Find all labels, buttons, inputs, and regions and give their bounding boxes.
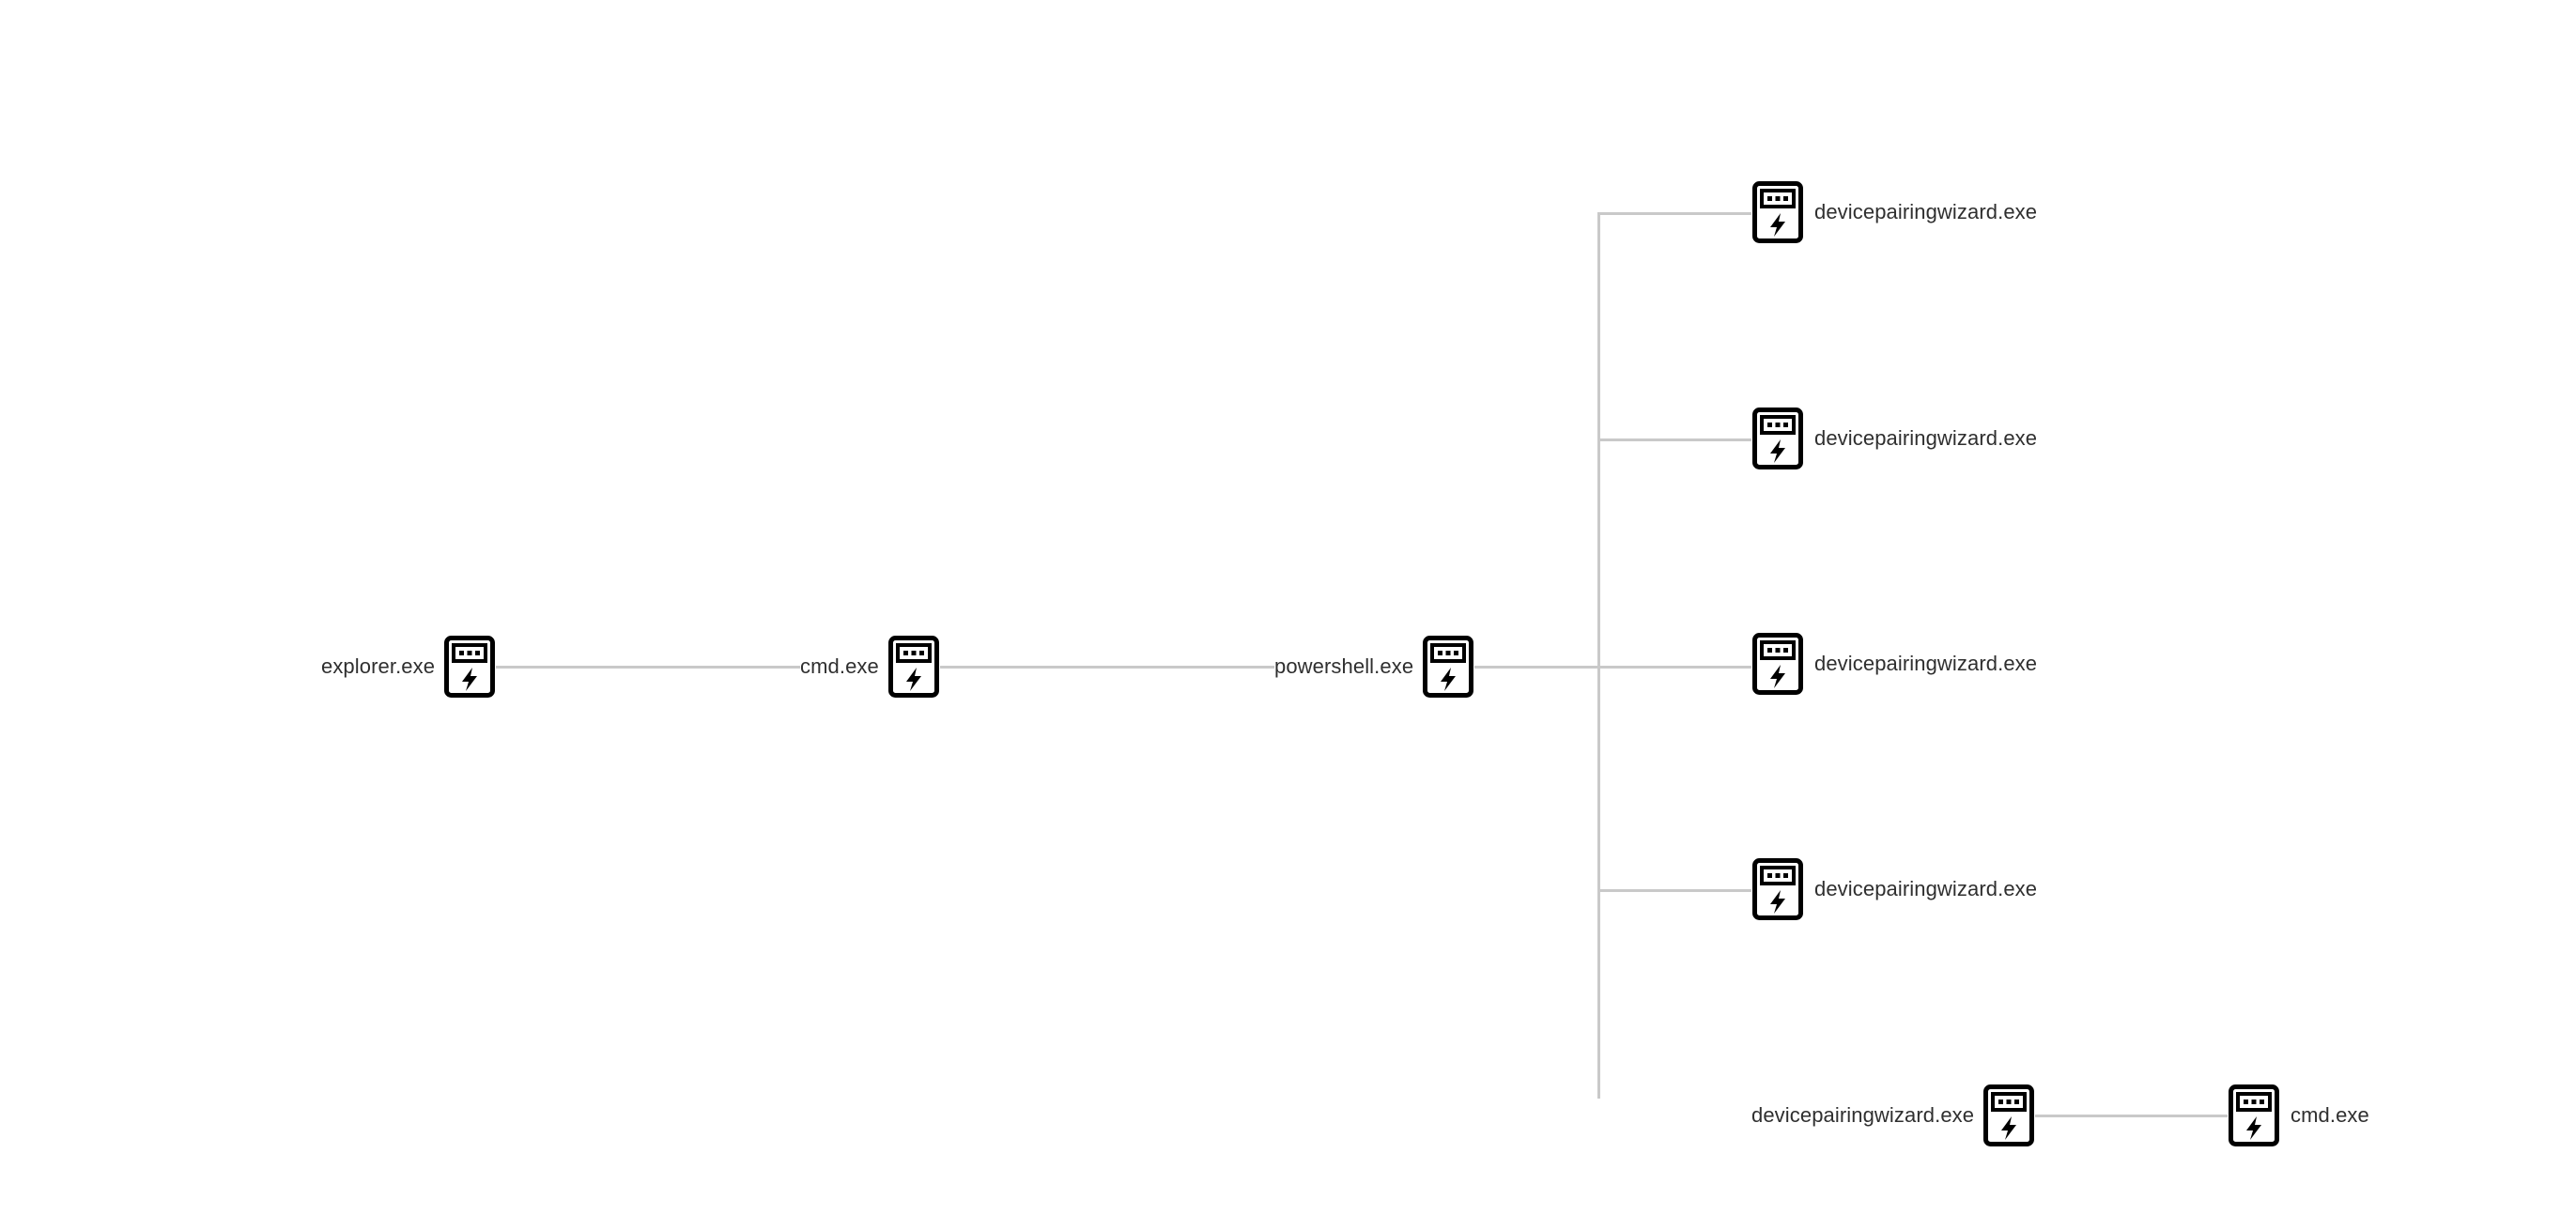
process-node-cmd-2[interactable]: cmd.exe	[2228, 1082, 2369, 1149]
process-node-devicepairingwizard-2[interactable]: devicepairingwizard.exe	[1751, 405, 2038, 472]
process-chip-icon	[1751, 632, 1804, 696]
process-node-label: devicepairingwizard.exe	[1804, 654, 2038, 674]
process-node-explorer[interactable]: explorer.exe	[321, 633, 497, 700]
process-node-label: devicepairingwizard.exe	[1804, 879, 2038, 900]
process-node-label: explorer.exe	[321, 656, 444, 677]
process-chip-icon	[1982, 1084, 2036, 1147]
edge-trunk-to-node-4	[1597, 889, 1772, 892]
process-chip-icon	[443, 635, 497, 699]
process-node-powershell[interactable]: powershell.exe	[1274, 633, 1475, 700]
process-node-label: devicepairingwizard.exe	[1751, 1105, 1983, 1126]
process-node-devicepairingwizard-3[interactable]: devicepairingwizard.exe	[1751, 630, 2038, 698]
process-node-label: powershell.exe	[1274, 656, 1423, 677]
process-node-label: cmd.exe	[800, 656, 887, 677]
edge-vertical-trunk	[1597, 212, 1600, 1099]
process-chip-icon	[1751, 857, 1804, 921]
process-node-label: devicepairingwizard.exe	[1804, 428, 2038, 449]
process-node-label: devicepairingwizard.exe	[1804, 202, 2038, 223]
edge-trunk-to-node-2	[1597, 438, 1772, 441]
edge-trunk-to-node-1	[1597, 212, 1772, 215]
process-node-devicepairingwizard-1[interactable]: devicepairingwizard.exe	[1751, 178, 2038, 246]
process-node-devicepairingwizard-5[interactable]: devicepairingwizard.exe	[1751, 1082, 2036, 1149]
process-chip-icon	[887, 635, 940, 699]
process-node-cmd-1[interactable]: cmd.exe	[800, 633, 940, 700]
process-chip-icon	[2228, 1084, 2280, 1147]
process-chip-icon	[1422, 635, 1475, 699]
process-chip-icon	[1751, 407, 1804, 470]
process-node-label: cmd.exe	[2280, 1105, 2369, 1126]
process-node-devicepairingwizard-4[interactable]: devicepairingwizard.exe	[1751, 855, 2038, 923]
process-chip-icon	[1751, 180, 1804, 244]
